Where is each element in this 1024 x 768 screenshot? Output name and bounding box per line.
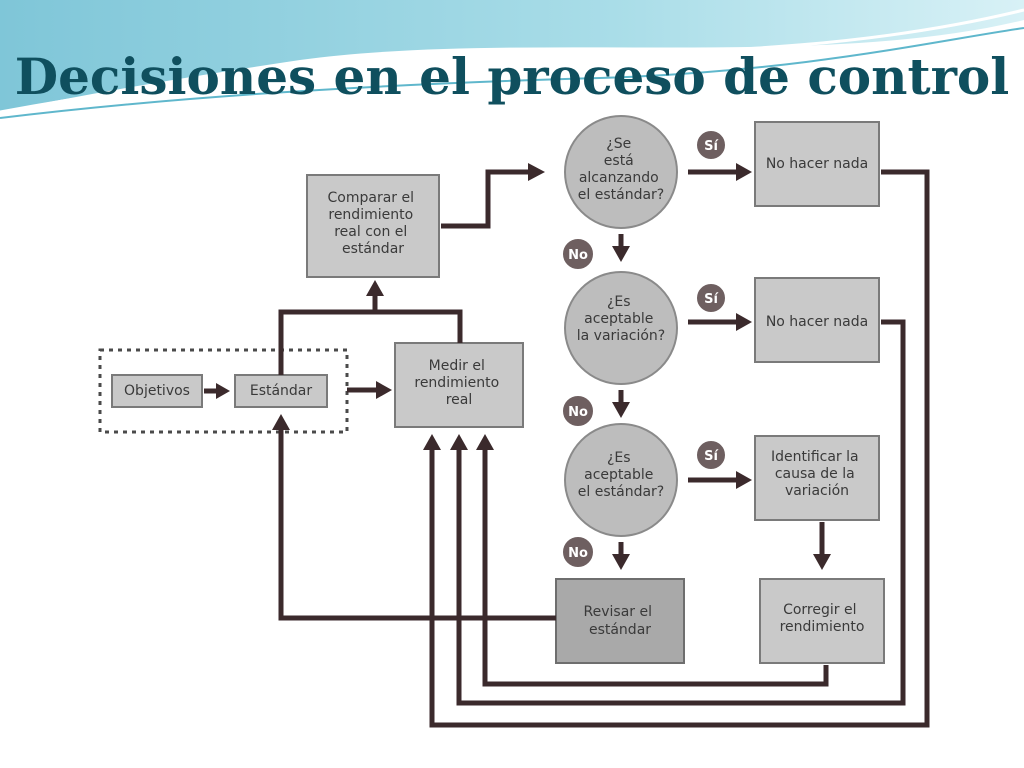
node-corregir: Corregir el rendimiento <box>759 578 885 664</box>
badge-no-1: No <box>561 237 595 271</box>
page-title: Decisiones en el proceso de control <box>15 47 1010 106</box>
node-comparar: Comparar el rendimiento real con el está… <box>306 174 440 278</box>
svg-text:Sí: Sí <box>704 292 719 307</box>
node-objetivos-label: Objetivos <box>124 383 190 399</box>
node-revisar: Revisar el estándar <box>555 578 685 664</box>
node-identificar-label: Identificar la causa de la variación <box>771 449 863 499</box>
svg-text:No: No <box>568 546 588 561</box>
arrowhead-nada1 <box>736 163 752 181</box>
arrowhead-comparar <box>366 280 384 296</box>
arrowhead-medir-2 <box>450 434 468 450</box>
badge-si-2: Sí <box>695 282 727 314</box>
line-nada1-medir <box>429 169 930 728</box>
arrowhead-q3 <box>612 402 630 418</box>
svg-text:No: No <box>568 248 588 263</box>
line-corregir-medir <box>482 448 829 687</box>
flow-lines <box>204 163 930 728</box>
node-medir-label: Medir el rendimiento real <box>414 358 503 408</box>
line-nada2-medir <box>456 319 906 706</box>
header-banner <box>0 0 1024 119</box>
badge-si-1: Sí <box>695 129 727 161</box>
arrowhead-medir-1 <box>476 434 494 450</box>
node-medir: Medir el rendimiento real <box>394 342 524 428</box>
decision-q3-label: ¿Es aceptable el estándar? <box>578 450 664 500</box>
arrowhead-identificar <box>736 471 752 489</box>
svg-text:Sí: Sí <box>704 449 719 464</box>
svg-text:No: No <box>568 405 588 420</box>
node-estandar-label: Estándar <box>250 383 313 399</box>
node-corregir-label: Corregir el rendimiento <box>780 602 865 635</box>
arrowhead-corregir <box>813 554 831 570</box>
arrowhead-q2 <box>612 246 630 262</box>
node-nada-2-label: No hacer nada <box>766 314 868 330</box>
node-objetivos: Objetivos <box>111 374 203 408</box>
node-nada-2: No hacer nada <box>754 277 880 363</box>
svg-text:Sí: Sí <box>704 139 719 154</box>
arrowhead-medir-3 <box>423 434 441 450</box>
decision-q2: ¿Es aceptable la variación? <box>564 271 678 385</box>
arrowhead-q1 <box>528 163 545 181</box>
node-nada-1: No hacer nada <box>754 121 880 207</box>
node-comparar-label: Comparar el rendimiento real con el está… <box>328 190 419 257</box>
badge-si-3: Sí <box>695 439 727 471</box>
decision-q1: ¿Se está alcanzando el estándar? <box>564 115 678 229</box>
arrowhead-objetivos-estandar <box>216 383 230 399</box>
line-revisar-estandar <box>278 428 556 621</box>
line-estandar-up <box>278 309 463 375</box>
node-identificar: Identificar la causa de la variación <box>754 435 880 521</box>
decision-q2-label: ¿Es aceptable la variación? <box>577 294 665 344</box>
node-nada-1-label: No hacer nada <box>766 156 868 172</box>
decision-q3: ¿Es aceptable el estándar? <box>564 423 678 537</box>
node-revisar-label: Revisar el estándar <box>584 604 657 638</box>
badge-no-2: No <box>561 394 595 428</box>
line-comparar-q1 <box>441 169 530 229</box>
arrowhead-revisar <box>612 554 630 570</box>
arrowhead-estandar <box>272 414 290 430</box>
decision-q1-label: ¿Se está alcanzando el estándar? <box>578 136 664 203</box>
arrowhead-nada2 <box>736 313 752 331</box>
badge-no-3: No <box>561 535 595 569</box>
arrowhead-group-medir <box>376 381 392 399</box>
node-estandar: Estándar <box>234 374 328 408</box>
